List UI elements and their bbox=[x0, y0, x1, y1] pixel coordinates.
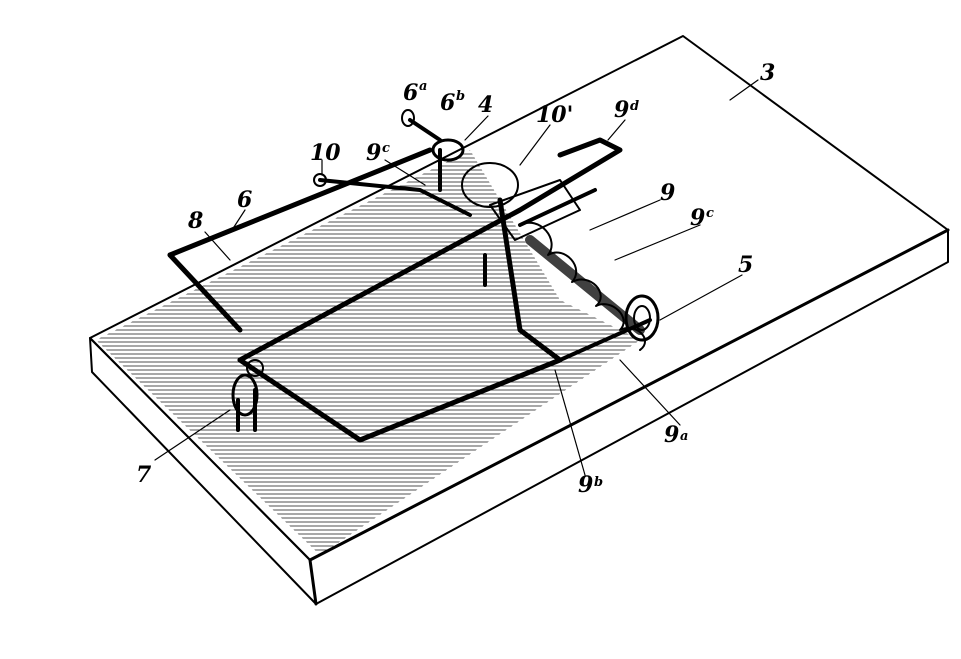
ref-9d: 9 bbox=[614, 97, 629, 123]
ref-9c-left: 9 bbox=[366, 140, 381, 166]
reference-numerals: 3 4 5 6 6 a 6 b 7 8 9 9 a 9 b 9 c 9 c 9 … bbox=[136, 60, 775, 498]
ref-6b-sup: b bbox=[456, 89, 465, 104]
pivot-staple bbox=[231, 359, 264, 432]
ref-9b: 9 bbox=[578, 472, 593, 498]
ref-9a-sup: a bbox=[680, 429, 688, 444]
base-board bbox=[89, 35, 950, 606]
ref-10: 10 bbox=[310, 140, 341, 166]
ref-9c-right: 9 bbox=[690, 205, 705, 231]
striker-frame bbox=[237, 137, 652, 443]
ref-6a: 6 bbox=[403, 80, 418, 106]
ref-7: 7 bbox=[136, 462, 152, 488]
ref-6b: 6 bbox=[440, 90, 455, 116]
trigger-wire bbox=[313, 173, 597, 287]
ref-5: 5 bbox=[738, 252, 753, 278]
ref-9c-right-sup: c bbox=[706, 206, 714, 221]
ref-9c-left-sup: c bbox=[382, 141, 390, 156]
leader-lines bbox=[154, 79, 759, 476]
ref-6a-sup: a bbox=[419, 79, 427, 94]
ref-6: 6 bbox=[237, 187, 252, 213]
ref-4: 4 bbox=[478, 92, 493, 118]
staple-catch bbox=[401, 109, 465, 192]
ref-9: 9 bbox=[660, 180, 675, 206]
ref-9b-sup: b bbox=[594, 475, 603, 490]
ref-8: 8 bbox=[187, 208, 203, 234]
spring-coil bbox=[519, 221, 660, 351]
board-top-shading bbox=[96, 150, 640, 555]
ref-9a: 9 bbox=[664, 422, 679, 448]
hold-down-bar bbox=[167, 147, 433, 333]
ref-9d-sup: d bbox=[630, 99, 639, 114]
ref-10prime: 10' bbox=[536, 102, 573, 128]
ref-3: 3 bbox=[760, 60, 775, 86]
